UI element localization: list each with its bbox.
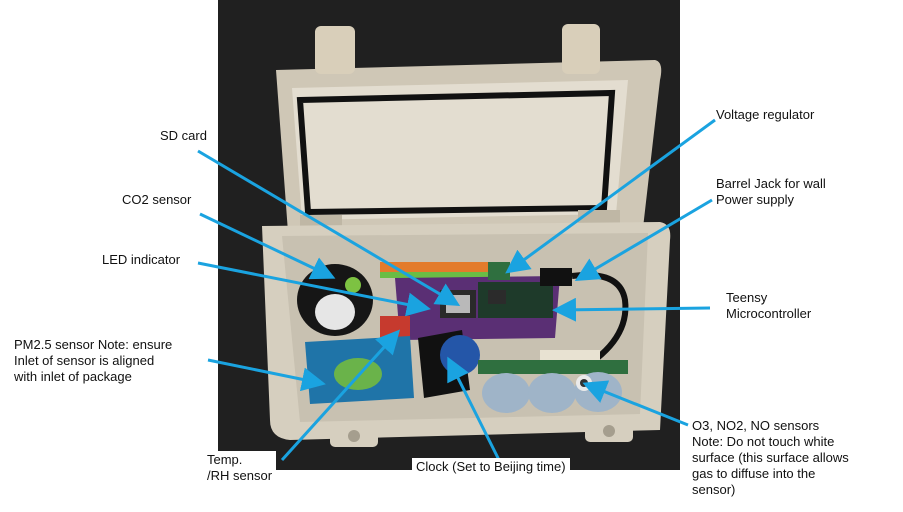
- label-led-indicator: LED indicator: [102, 252, 181, 267]
- label-clock: Clock (Set to Beijing time): [412, 458, 570, 476]
- label-gas-sensors: O3, NO2, NO sensors Note: Do not touch w…: [692, 418, 849, 497]
- label-voltage-regulator: Voltage regulator: [716, 107, 815, 122]
- label-teensy: Teensy Microcontroller: [726, 290, 812, 321]
- label-barrel-jack: Barrel Jack for wall Power supply: [716, 176, 826, 207]
- regulator: [488, 262, 510, 280]
- label-temp-rh-sensor: Temp. /RH sensor: [203, 451, 277, 485]
- label-pm25-sensor: PM2.5 sensor Note: ensure Inlet of senso…: [14, 337, 173, 384]
- temp-rh-board: [380, 316, 410, 338]
- latch-right: [562, 24, 600, 74]
- label-co2-sensor: CO2 sensor: [122, 192, 192, 207]
- gas-sensor-board: [478, 360, 628, 374]
- latch-left: [315, 26, 355, 74]
- label-sd-card: SD card: [160, 128, 207, 143]
